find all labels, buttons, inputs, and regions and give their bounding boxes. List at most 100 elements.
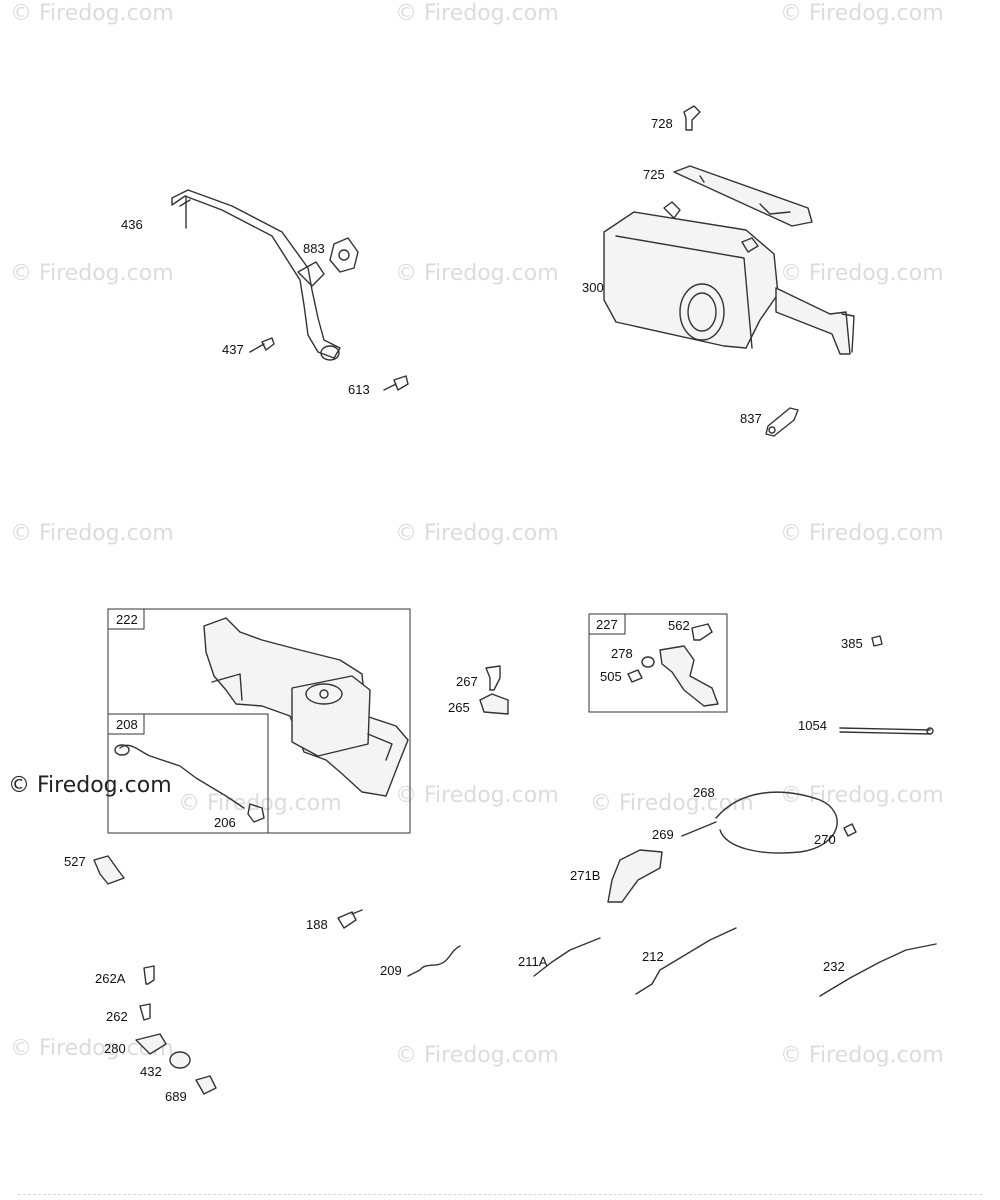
bracket-227-shape — [659, 645, 719, 707]
part-label: 562 — [668, 618, 690, 633]
shield-detail-shape — [699, 175, 791, 215]
part-385-shape — [871, 635, 883, 647]
part-label: 437 — [222, 342, 244, 357]
nut-270-shape — [843, 823, 857, 837]
part-label: 271B — [570, 868, 600, 883]
part-label: 728 — [651, 116, 673, 131]
gasket-883-shape — [329, 237, 359, 273]
bracket-837-shape — [765, 407, 799, 437]
part-label: 211A — [518, 954, 548, 969]
part-label: 206 — [214, 815, 236, 830]
muffler-outlet-shape — [679, 283, 725, 341]
watermark: © Firedog.com — [780, 1043, 944, 1068]
muffler-outlet-inner-shape — [687, 292, 717, 332]
part-label: 270 — [814, 832, 836, 847]
part-label: 278 — [611, 646, 633, 661]
part-label: 527 — [64, 854, 86, 869]
part-280-shape — [135, 1033, 167, 1055]
part-432-shape — [169, 1051, 191, 1069]
tube-flange-shape — [297, 261, 325, 287]
part-label: 689 — [165, 1089, 187, 1104]
part-labels: 436 883 437 613 728 725 300 837 206 267 … — [64, 116, 863, 1104]
spring-232-shape — [819, 943, 937, 997]
gasket-hole-shape — [338, 249, 350, 261]
part-label: 262A — [95, 971, 126, 986]
control-bracket-group: 227 — [588, 613, 728, 713]
bolt-262a-shape — [143, 965, 155, 985]
cable-group — [607, 791, 857, 903]
watermark: © Firedog.com — [395, 261, 559, 286]
spring-211a-shape — [533, 937, 601, 977]
watermark: © Firedog.com — [780, 521, 944, 546]
bracket-271b-shape — [607, 849, 663, 903]
screw-728-shape — [683, 105, 701, 131]
watermark: © Firedog.com — [395, 521, 559, 546]
cable-268-shape — [715, 791, 838, 854]
bolt-188-shape — [337, 909, 363, 929]
tube-clip-shape — [179, 195, 191, 229]
coil-cap-shape — [305, 683, 343, 705]
clip-527-shape — [93, 855, 125, 885]
tie-head-shape — [926, 727, 934, 735]
part-label: 883 — [303, 241, 325, 256]
box-208-tag — [107, 713, 145, 735]
box-227-frame — [588, 613, 728, 713]
coil-center-shape — [319, 689, 329, 699]
part-label: 262 — [106, 1009, 128, 1024]
part-label: 265 — [448, 700, 470, 715]
part-label: 188 — [306, 917, 328, 932]
part-label: 267 — [456, 674, 478, 689]
box-222-tag — [107, 608, 145, 630]
spring-269-shape — [681, 821, 717, 837]
box-222-label: 222 — [116, 612, 138, 627]
part-label: 432 — [140, 1064, 162, 1079]
screw-206-shape — [247, 803, 265, 823]
watermark-strong: © Firedog.com — [8, 773, 172, 798]
watermark: © Firedog.com — [10, 261, 174, 286]
part-label: 209 — [380, 963, 402, 978]
watermark: © Firedog.com — [590, 791, 754, 816]
muffler-studs-shape — [663, 201, 759, 253]
bracket-tabs-shape — [211, 673, 393, 761]
part-label: 268 — [693, 785, 715, 800]
bolt-262-shape — [139, 1003, 151, 1021]
washer-278-shape — [641, 656, 655, 668]
breather-tube-group — [171, 189, 409, 391]
spring-209-shape — [407, 945, 461, 977]
part-label: 280 — [104, 1041, 126, 1056]
shield-725-shape — [673, 165, 813, 227]
watermark: © Firedog.com — [395, 1043, 559, 1068]
bolt-267-shape — [485, 665, 501, 691]
nut-505-shape — [627, 669, 643, 683]
governor-assembly-group: 222 208 — [107, 608, 411, 834]
muffler-300-body-shape — [603, 211, 779, 349]
bracket-hole-shape — [768, 426, 776, 434]
tube-436-shape — [171, 189, 341, 359]
part-label: 1054 — [798, 718, 827, 733]
part-label: 385 — [841, 636, 863, 651]
link-eye-shape — [114, 744, 130, 756]
tie-group — [839, 635, 934, 735]
bolt-437-shape — [249, 337, 275, 353]
box-208-label: 208 — [116, 717, 138, 732]
box-227-tag — [588, 613, 626, 635]
watermark: © Firedog.com — [395, 1, 559, 26]
watermark: © Firedog.com — [10, 1, 174, 26]
lower-right-parts — [533, 927, 937, 997]
part-label: 436 — [121, 217, 143, 232]
tie-1054-shape — [839, 727, 931, 735]
part-label: 232 — [823, 959, 845, 974]
muffler-edge-shape — [615, 235, 753, 349]
part-label: 613 — [348, 382, 370, 397]
bolt-562-shape — [691, 623, 713, 641]
rod-212-shape — [635, 927, 737, 995]
box-208-frame — [107, 713, 269, 834]
watermark: © Firedog.com — [780, 261, 944, 286]
part-label: 300 — [582, 280, 604, 295]
bolt-613-shape — [383, 375, 409, 391]
watermark: © Firedog.com — [10, 521, 174, 546]
watermark: © Firedog.com — [178, 791, 342, 816]
exhaust-pipe-shape — [775, 287, 851, 355]
clamp-group — [479, 665, 509, 715]
